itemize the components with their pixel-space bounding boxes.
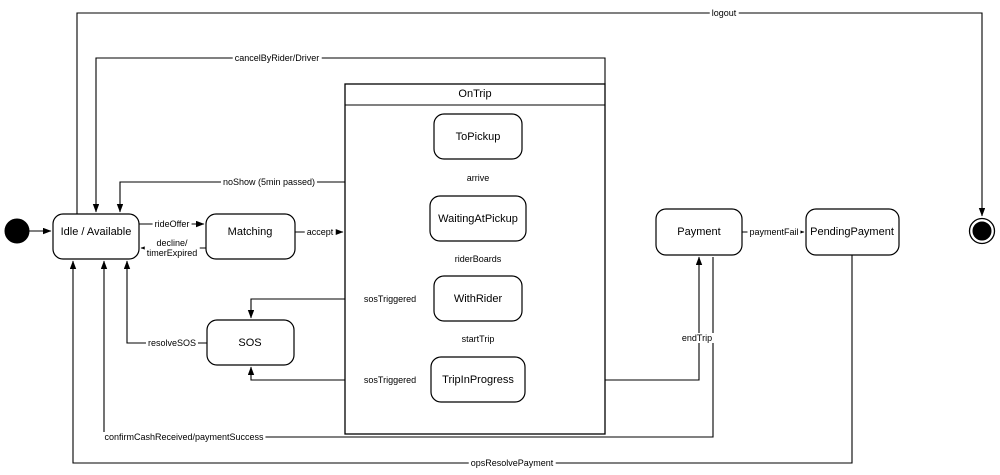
edge-ontrip-to-idle-cancel bbox=[92, 57, 606, 213]
state-sos[interactable] bbox=[206, 319, 295, 366]
state-waitingatpickup[interactable] bbox=[429, 195, 527, 242]
edge-payment-to-idle-cash bbox=[100, 257, 714, 438]
state-idle[interactable] bbox=[52, 213, 140, 260]
initial-state[interactable] bbox=[4, 218, 30, 244]
state-withrider[interactable] bbox=[433, 275, 523, 322]
state-tripinprogress[interactable] bbox=[430, 356, 526, 403]
edge-idle-to-final-logout bbox=[76, 12, 986, 217]
state-pendingpayment[interactable] bbox=[805, 208, 900, 256]
final-state bbox=[972, 221, 992, 241]
state-payment[interactable] bbox=[655, 208, 743, 256]
edge-pendingpayment-to-idle bbox=[69, 255, 853, 464]
state-topickup[interactable] bbox=[433, 113, 523, 160]
state-matching[interactable] bbox=[205, 213, 296, 260]
